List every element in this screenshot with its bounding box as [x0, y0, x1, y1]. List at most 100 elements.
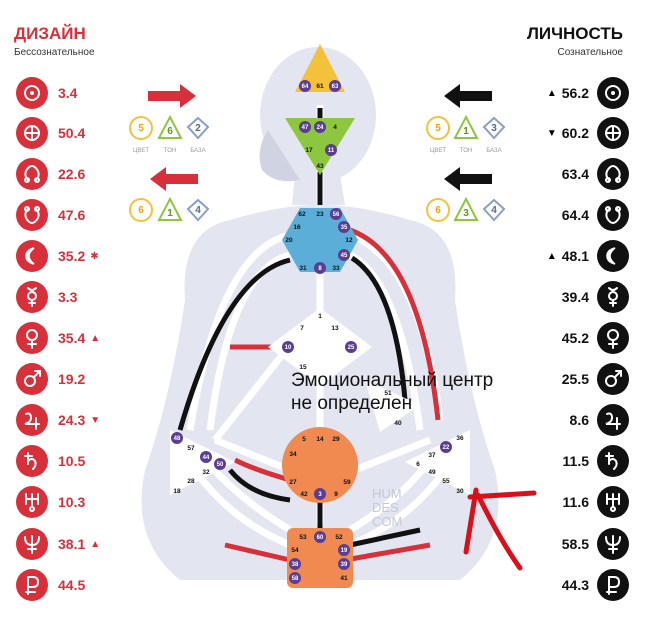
variable-label: БАЗА — [486, 148, 501, 154]
svg-text:40: 40 — [394, 420, 402, 427]
design-mark: ▲ — [90, 332, 101, 344]
pluto-icon — [16, 569, 48, 601]
neptune-icon — [597, 528, 629, 560]
watermark-text: DES — [372, 500, 399, 515]
design-row: 44.5 — [16, 568, 85, 602]
personality-value: 11.5 — [562, 453, 589, 469]
variables-right-top: 5 1 3 ЦВЕТ ТОН БАЗА — [426, 114, 506, 154]
solar-plexus-center — [405, 430, 470, 495]
variable-value: 6 — [435, 205, 441, 216]
svg-text:49: 49 — [428, 469, 436, 476]
g-center — [268, 308, 372, 386]
svg-text:35: 35 — [341, 225, 348, 231]
design-row: 35.4 ▲ — [16, 321, 100, 355]
personality-value: 58.5 — [561, 536, 589, 552]
personality-row: ▲48.1 — [547, 239, 629, 273]
svg-text:64: 64 — [302, 84, 309, 90]
svg-text:52: 52 — [335, 534, 343, 541]
design-value: 22.6 — [58, 166, 86, 182]
annotation-line-2: не определен — [291, 393, 413, 414]
personality-mark: ▲ — [546, 250, 557, 262]
svg-text:51: 51 — [384, 390, 392, 397]
red-pointer-arrow — [463, 487, 537, 571]
venus-icon — [16, 322, 48, 354]
south-node-icon — [597, 199, 629, 231]
svg-text:53: 53 — [299, 534, 307, 541]
svg-text:29: 29 — [332, 436, 340, 443]
personality-value: 11.6 — [562, 494, 589, 510]
personality-row: 8.6 — [570, 403, 629, 437]
personality-value: 44.3 — [561, 577, 589, 593]
variable-value: 4 — [195, 205, 201, 216]
svg-text:55: 55 — [442, 478, 450, 485]
variable-label: ЦВЕТ — [430, 148, 446, 154]
variable-value: 3 — [491, 123, 497, 134]
earth-icon — [16, 117, 48, 149]
design-value: 47.6 — [58, 207, 86, 223]
personality-value: 64.4 — [561, 207, 589, 223]
svg-text:23: 23 — [316, 211, 324, 218]
svg-text:33: 33 — [332, 265, 340, 272]
svg-text:7: 7 — [300, 325, 304, 332]
personality-row: ▲ 56.2 — [547, 76, 629, 110]
mercury-icon — [597, 281, 629, 313]
design-value: 19.2 — [58, 371, 86, 387]
saturn-icon — [16, 445, 48, 477]
design-row: 10.5 — [16, 444, 85, 478]
moon-icon — [16, 240, 48, 272]
personality-row: 25.5 — [562, 362, 629, 396]
ego-center — [365, 380, 420, 432]
design-mark: ▲ — [90, 538, 101, 550]
svg-text:57: 57 — [187, 445, 195, 452]
sun-icon — [16, 77, 48, 109]
svg-text:6: 6 — [416, 461, 420, 468]
personality-mark: ▲ — [546, 87, 557, 99]
svg-text:38: 38 — [292, 562, 299, 568]
watermark-text: HUM — [372, 486, 402, 501]
svg-text:14: 14 — [316, 436, 324, 443]
spleen-center — [170, 430, 235, 495]
sacral-center — [282, 427, 358, 503]
design-value: 3.4 — [58, 85, 78, 101]
design-value: 10.3 — [58, 494, 86, 510]
svg-text:31: 31 — [299, 265, 307, 272]
personality-title: ЛИЧНОСТЬ — [526, 24, 623, 43]
svg-text:37: 37 — [428, 452, 436, 459]
mars-icon — [16, 363, 48, 395]
svg-text:32: 32 — [202, 469, 210, 476]
svg-text:1: 1 — [318, 313, 322, 320]
svg-text:8: 8 — [318, 266, 322, 272]
svg-text:62: 62 — [298, 211, 306, 218]
design-mark: ▼ — [90, 414, 101, 426]
design-row: 3.3 — [16, 280, 77, 314]
variables-right-bottom: 6 3 4 — [426, 196, 506, 222]
mercury-icon — [16, 281, 48, 313]
svg-text:17: 17 — [305, 147, 313, 154]
svg-text:4: 4 — [333, 124, 337, 131]
variable-label: БАЗА — [190, 148, 205, 154]
svg-text:30: 30 — [456, 488, 464, 495]
svg-text:34: 34 — [289, 451, 297, 458]
variables-left-top: 5 6 2 ЦВЕТ ТОН БАЗА — [129, 114, 210, 154]
design-row: 38.1 ▲ — [16, 527, 100, 561]
design-value: 35.4 — [58, 330, 86, 346]
personality-value: 63.4 — [561, 166, 589, 182]
svg-text:15: 15 — [299, 364, 307, 371]
personality-value: 56.2 — [561, 85, 589, 101]
gate-numbers: 64 61 63 47 24 4 17 11 43 62 23 56 16 35… — [171, 80, 464, 584]
design-row: 50.4 — [16, 116, 85, 150]
svg-text:48: 48 — [174, 436, 181, 442]
design-value: 50.4 — [58, 125, 86, 141]
svg-text:20: 20 — [285, 237, 293, 244]
sun-icon — [597, 77, 629, 109]
variable-label: ТОН — [164, 148, 176, 154]
svg-text:24: 24 — [317, 125, 324, 131]
variable-value: 1 — [167, 208, 173, 219]
venus-icon — [597, 322, 629, 354]
design-value: 38.1 — [58, 536, 86, 552]
svg-text:27: 27 — [289, 479, 297, 486]
svg-text:41: 41 — [340, 575, 348, 582]
design-row: 22.6 — [16, 157, 85, 191]
personality-row: 11.5 — [563, 444, 629, 478]
head-center — [295, 44, 345, 92]
